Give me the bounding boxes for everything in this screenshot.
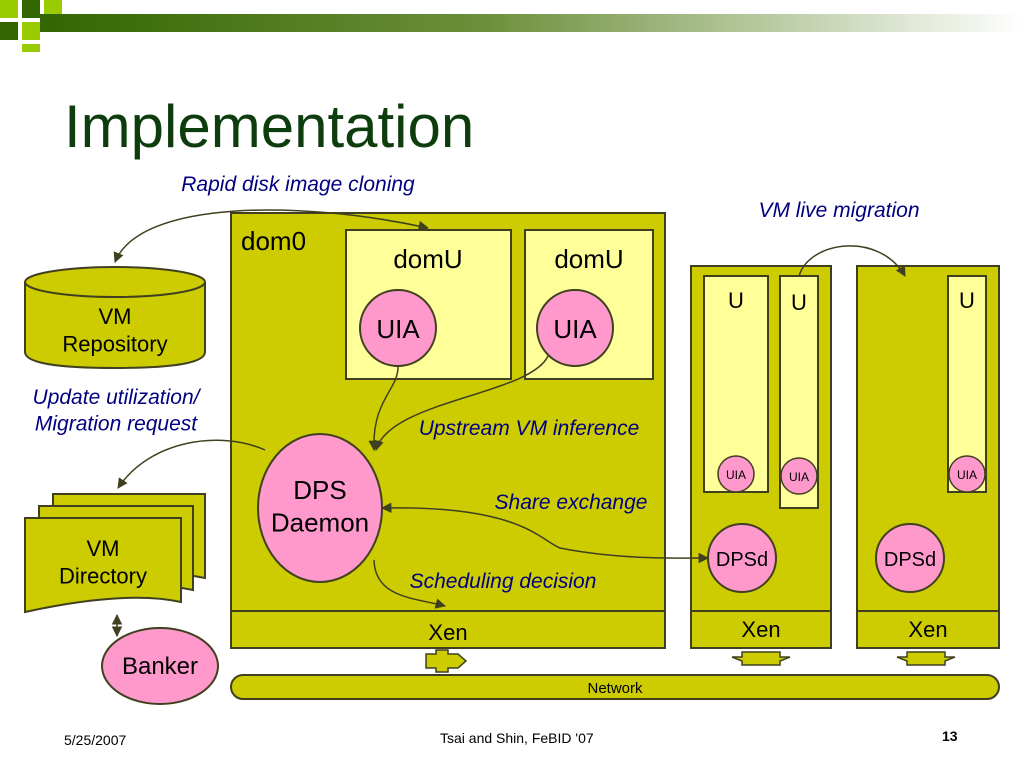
annotation-update-util: Update utilization/Migration request: [33, 386, 202, 435]
uia-label-2: UIA: [553, 314, 597, 344]
uia-label-1: UIA: [376, 314, 420, 344]
annotation-rapid-disk: Rapid disk image cloning: [181, 173, 415, 196]
connectors: [113, 209, 906, 609]
page-number: 13: [942, 728, 958, 744]
annotation-scheduling: Scheduling decision: [410, 570, 597, 593]
network-label: Network: [587, 680, 643, 697]
uia1-to-dps-arrow: [368, 366, 399, 452]
annotation-vm-live: VM live migration: [758, 199, 919, 222]
share-exchange-arrow: [380, 502, 710, 564]
uia2-to-dps-arrow: [373, 355, 549, 452]
dpsd-label-1: DPSd: [716, 549, 768, 571]
host-3: Xen U UIA DPSd: [856, 265, 1000, 649]
u-label-3: U: [959, 288, 975, 313]
dpsd-label-2: DPSd: [884, 549, 936, 571]
dpsd-node-2: [875, 523, 945, 593]
uia-node-1: [359, 289, 437, 367]
uia-small-node-3: [948, 455, 986, 493]
uia-small-label-2: UIA: [789, 470, 809, 484]
update-util-arrow: [117, 439, 266, 489]
banker-node: Banker: [101, 627, 219, 705]
rapid-disk-arrow: [113, 209, 430, 263]
xen-3-label: Xen: [908, 617, 947, 642]
footer-date: 5/25/2007: [64, 732, 127, 748]
annotation-upstream: Upstream VM inference: [419, 417, 640, 440]
scheduling-arrow: [373, 559, 447, 609]
uia-node-2: [536, 289, 614, 367]
xen-main-label: Xen: [428, 620, 467, 645]
banker-label: Banker: [122, 653, 198, 680]
host-2: Xen U U UIA UIA DPSd: [690, 265, 832, 649]
top-decorative-bar: [0, 0, 1024, 52]
footer-center: Tsai and Shin, FeBID '07: [440, 730, 594, 746]
annotations: Rapid disk image cloning VM live migrati…: [33, 173, 920, 593]
uia-small-node-2: [780, 457, 818, 495]
uia-small-label-1: UIA: [726, 468, 746, 482]
slide-title: Implementation: [64, 93, 475, 160]
domu-label-2: domU: [554, 244, 623, 274]
uia-small-node-1: [717, 455, 755, 493]
u-label-2: U: [791, 290, 807, 315]
xen-network-arrows: [425, 649, 956, 673]
dom0-label: dom0: [241, 226, 306, 256]
annotation-share: Share exchange: [495, 491, 648, 514]
u-label-1: U: [728, 288, 744, 313]
vm-live-arrow: [798, 245, 906, 277]
uia-small-label-3: UIA: [957, 468, 977, 482]
xen-2-label: Xen: [741, 617, 780, 642]
domu-label-1: domU: [393, 244, 462, 274]
network-bus: Network: [230, 674, 1000, 700]
